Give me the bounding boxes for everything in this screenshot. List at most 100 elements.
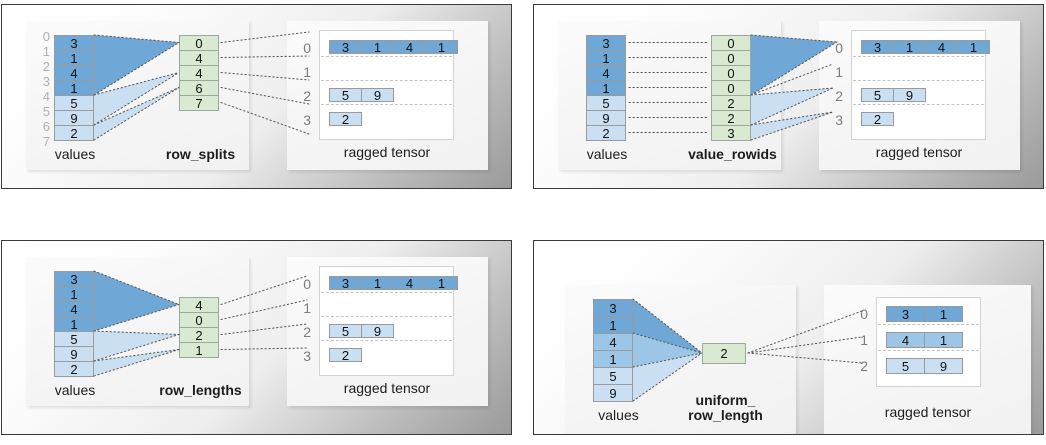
ragged-cell: 9: [361, 88, 394, 102]
fan-wedge: [751, 35, 837, 95]
connector-line: [93, 72, 180, 126]
value-index-label: 6: [42, 119, 50, 134]
connector-line: [632, 298, 703, 354]
value-cell: 4: [593, 333, 633, 351]
value-index-label: 4: [42, 89, 50, 104]
connector-line: [220, 323, 308, 335]
connector-line: [93, 87, 180, 126]
connector-line: [220, 102, 310, 135]
row-separator: [321, 292, 452, 293]
value-cell: 2: [586, 125, 626, 141]
connector-line: [632, 352, 703, 368]
values-caption-uniform_row_length: values: [598, 407, 639, 423]
row-index-label: 1: [835, 64, 843, 80]
connector-line: [632, 332, 703, 354]
connector-line: [93, 87, 180, 141]
value-index-label: 5: [42, 104, 50, 119]
fan-wedge: [633, 333, 702, 367]
ragged-cell: 1: [924, 332, 963, 348]
connector-line: [93, 270, 180, 305]
row-separator: [878, 350, 979, 351]
connector-overlay-row_lengths: [93, 270, 308, 377]
connector-line: [750, 87, 834, 96]
row-index-label: 2: [303, 88, 311, 104]
ragged-cell: 2: [861, 112, 894, 126]
connector-line: [220, 299, 308, 320]
row-index-label: 2: [835, 88, 843, 104]
connector-line: [750, 41, 838, 96]
ragged-cell: 4: [925, 40, 958, 54]
row-index-label: 3: [835, 112, 843, 128]
ragged-caption-value_rowids: ragged tensor: [875, 144, 963, 160]
encoding-cell: 0: [711, 80, 751, 96]
connector-line: [750, 111, 834, 141]
fan-wedge: [94, 331, 179, 361]
values-caption-value_rowids: values: [586, 146, 628, 162]
connector-overlay-row_splits: [93, 31, 310, 141]
row-index-label: 3: [303, 112, 311, 128]
row-separator: [321, 340, 452, 341]
value-index-label: 0: [42, 29, 50, 44]
ragged-cell: 9: [361, 324, 394, 338]
connector-line: [750, 34, 838, 43]
encoding-cell: 1: [179, 342, 219, 358]
connector-overlay-uniform_row_length: [632, 298, 863, 402]
ragged-cell: 3: [861, 40, 894, 54]
connector-line: [747, 336, 863, 354]
row-index-label: 0: [835, 40, 843, 56]
row-separator: [853, 104, 984, 105]
row-index-label: 1: [303, 64, 311, 80]
connector-line: [220, 347, 308, 350]
row-separator: [853, 80, 984, 81]
connector-overlay-value_rowids: [628, 34, 838, 141]
encoding-cell: 7: [179, 95, 219, 111]
row-separator: [321, 80, 452, 81]
ragged-caption-uniform_row_length: ragged tensor: [884, 404, 972, 420]
connector-line: [93, 334, 180, 362]
encoding-caption-uniform_row_length: uniform_ row_length: [688, 392, 763, 423]
connector-line: [747, 352, 863, 364]
row-index-label: 0: [860, 306, 868, 322]
connector-line: [220, 87, 310, 105]
connector-line: [747, 310, 863, 354]
connector-line: [220, 31, 310, 43]
row-separator: [321, 56, 452, 57]
ragged-cell: 1: [957, 40, 990, 54]
ragged-cell: 2: [329, 112, 362, 126]
ragged-cell: 9: [893, 88, 926, 102]
fan-wedge: [94, 35, 179, 95]
ragged-caption-row_splits: ragged tensor: [343, 144, 431, 160]
row-separator: [321, 104, 452, 105]
value-cell: 2: [54, 125, 94, 141]
ragged-cell: 1: [425, 40, 458, 54]
value-index-label: 7: [42, 134, 50, 149]
connector-line: [220, 55, 310, 58]
ragged-cell: 1: [361, 40, 394, 54]
encoding-stack-uniform_row_length: 2: [702, 343, 746, 364]
encoding-caption-row_lengths: row_lengths: [159, 382, 242, 398]
row-separator: [853, 56, 984, 57]
ragged-cell: 2: [329, 348, 362, 362]
value-index-label: 2: [42, 59, 50, 74]
row-index-label: 2: [303, 324, 311, 340]
connector-line: [750, 63, 834, 96]
row-index-label: 1: [860, 332, 868, 348]
connector-line: [750, 87, 834, 126]
encoding-caption-value_rowids: value_rowids: [688, 146, 777, 162]
encoding-cell: 3: [711, 125, 751, 141]
row-separator: [878, 324, 979, 325]
ragged-cell: 1: [924, 306, 963, 322]
ragged-cell: 3: [329, 40, 362, 54]
connector-line: [750, 111, 834, 126]
connector-line: [93, 42, 180, 96]
